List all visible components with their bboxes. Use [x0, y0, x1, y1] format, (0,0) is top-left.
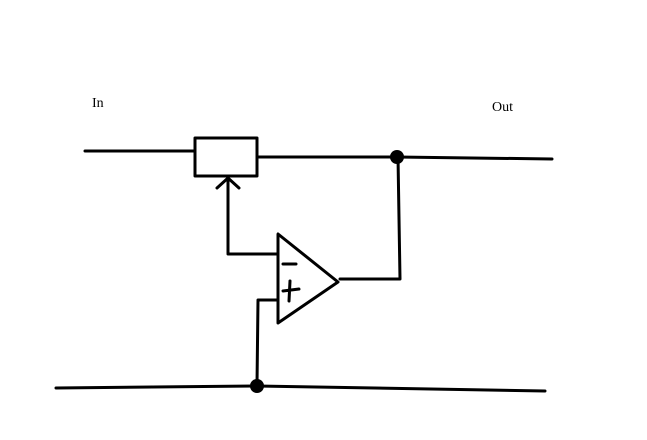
- noninverting-input-wire: [255, 298, 280, 387]
- input-label: In: [92, 96, 104, 111]
- output-wire: [255, 155, 554, 161]
- wiper-arrow-icon: [215, 176, 241, 190]
- output-label: Out: [492, 100, 513, 115]
- opamp-output-wire: [338, 155, 402, 281]
- opamp-plus-icon: [281, 279, 301, 303]
- ground-rail: [54, 384, 547, 393]
- ground-junction-dot: [250, 379, 264, 393]
- opamp-triangle: [276, 232, 340, 325]
- potentiometer-body: [193, 136, 259, 178]
